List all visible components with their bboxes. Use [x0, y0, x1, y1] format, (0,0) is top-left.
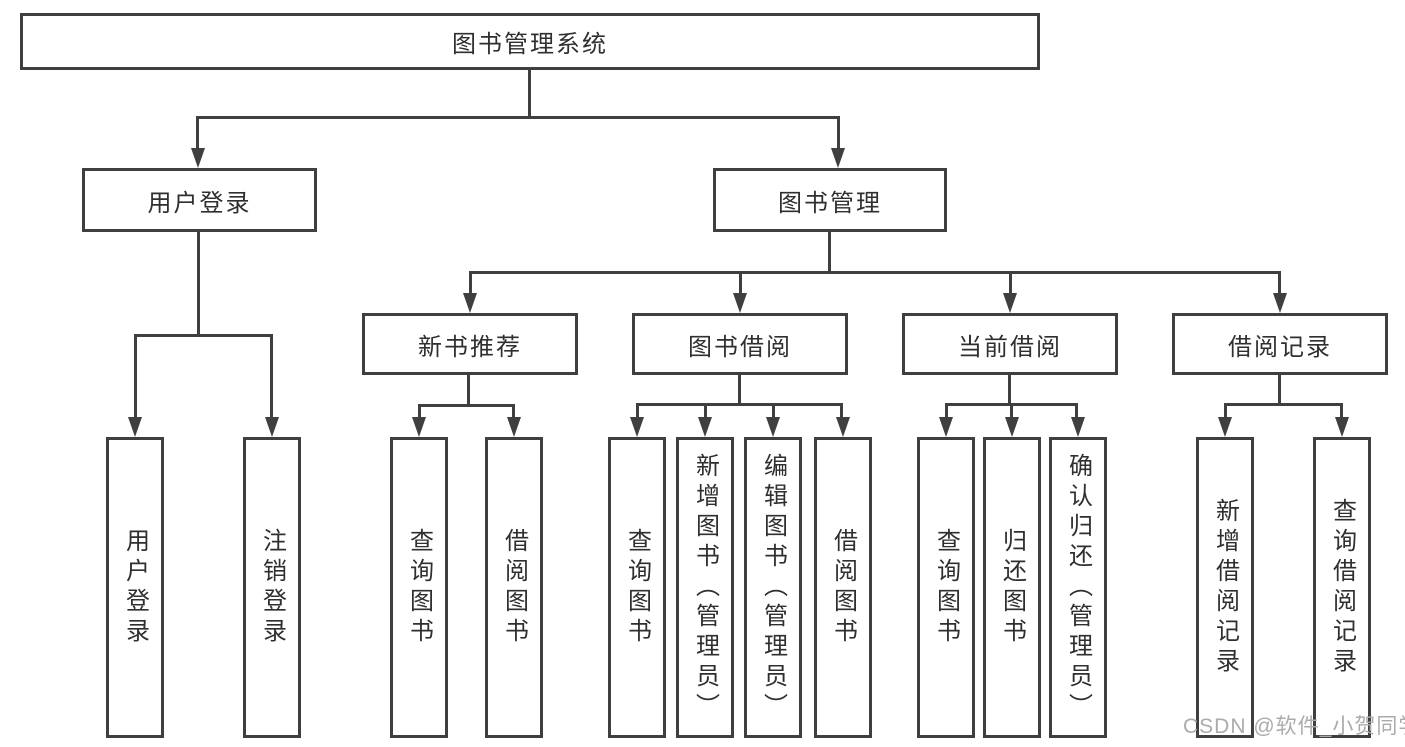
arrow-down-icon [698, 417, 712, 437]
arrow-down-icon [1071, 417, 1085, 437]
connector-line [772, 403, 775, 420]
connector-line [1009, 271, 1012, 297]
connector-line [197, 116, 840, 119]
connector-line [837, 116, 840, 152]
leaf-query-borrow-record: 查询借阅记录 [1313, 437, 1371, 738]
connector-line [1224, 403, 1227, 420]
connector-line [1278, 271, 1281, 297]
leaf-query-books-1-label: 查询图书 [405, 527, 433, 648]
leaf-borrow-books-2-label: 借阅图书 [829, 527, 857, 648]
watermark: CSDN @软件_小贺同学 [1183, 715, 1405, 738]
node-borrowing-records: 借阅记录 [1172, 313, 1388, 375]
connector-line [134, 334, 137, 420]
arrow-down-icon [836, 417, 850, 437]
arrow-down-icon [191, 148, 205, 168]
connector-line [738, 375, 741, 406]
arrow-down-icon [831, 148, 845, 168]
leaf-edit-books-admin: 编辑图书（管理员） [744, 437, 802, 738]
connector-line [196, 116, 199, 152]
node-book-management-label: 图书管理 [778, 189, 882, 217]
leaf-query-books-1: 查询图书 [390, 437, 448, 738]
node-book-borrowing: 图书借阅 [632, 313, 848, 375]
node-user-login-label: 用户登录 [147, 189, 252, 217]
connector-line [1075, 403, 1078, 420]
node-root: 图书管理系统 [20, 13, 1040, 70]
arrow-down-icon [630, 417, 644, 437]
node-borrowing-records-label: 借阅记录 [1228, 333, 1332, 361]
arrow-down-icon [265, 417, 279, 437]
node-new-books: 新书推荐 [362, 313, 578, 375]
arrow-down-icon [1005, 417, 1019, 437]
connector-line [197, 232, 200, 337]
connector-line [1340, 403, 1343, 420]
arrow-down-icon [128, 417, 142, 437]
leaf-query-books-2: 查询图书 [608, 437, 666, 738]
arrow-down-icon [412, 417, 426, 437]
node-current-borrowing: 当前借阅 [902, 313, 1118, 375]
arrow-down-icon [1218, 417, 1232, 437]
leaf-borrow-books-1-label: 借阅图书 [500, 527, 528, 648]
connector-line [739, 271, 742, 297]
leaf-add-books-admin-label: 新增图书（管理员） [691, 452, 719, 723]
connector-line [270, 334, 273, 420]
connector-line [134, 334, 273, 337]
leaf-user-login: 用户登录 [106, 437, 164, 738]
connector-line [945, 403, 948, 420]
arrow-down-icon [733, 293, 747, 313]
node-current-borrowing-label: 当前借阅 [958, 333, 1062, 361]
leaf-borrow-books-2: 借阅图书 [814, 437, 872, 738]
leaf-add-borrow-record: 新增借阅记录 [1196, 437, 1254, 738]
arrow-down-icon [463, 293, 477, 313]
arrow-down-icon [766, 417, 780, 437]
arrow-down-icon [1003, 293, 1017, 313]
connector-line [636, 403, 639, 420]
connector-line [418, 404, 515, 407]
connector-line [840, 403, 843, 420]
node-new-books-label: 新书推荐 [418, 333, 522, 361]
leaf-logout: 注销登录 [243, 437, 301, 738]
leaf-query-borrow-record-label: 查询借阅记录 [1328, 497, 1356, 678]
node-user-login: 用户登录 [82, 168, 317, 232]
leaf-query-books-3: 查询图书 [917, 437, 975, 738]
connector-line [1278, 375, 1281, 406]
leaf-return-books-label: 归还图书 [998, 527, 1026, 648]
leaf-add-borrow-record-label: 新增借阅记录 [1211, 497, 1239, 678]
connector-line [1008, 375, 1011, 406]
arrow-down-icon [939, 417, 953, 437]
leaf-borrow-books-1: 借阅图书 [485, 437, 543, 738]
leaf-query-books-3-label: 查询图书 [932, 527, 960, 648]
leaf-user-login-label: 用户登录 [121, 527, 149, 648]
leaf-confirm-return-admin-label: 确认归还（管理员） [1064, 452, 1092, 723]
connector-line [469, 271, 472, 297]
leaf-confirm-return-admin: 确认归还（管理员） [1049, 437, 1107, 738]
arrow-down-icon [507, 417, 521, 437]
leaf-add-books-admin: 新增图书（管理员） [676, 437, 734, 738]
connector-line [418, 404, 421, 420]
leaf-return-books: 归还图书 [983, 437, 1041, 738]
connector-line [1224, 403, 1342, 406]
connector-line [469, 271, 1280, 274]
node-book-borrowing-label: 图书借阅 [688, 333, 792, 361]
connector-line [704, 403, 707, 420]
connector-line [1010, 403, 1013, 420]
connector-line [528, 70, 531, 119]
connector-line [467, 375, 470, 407]
connector-line [512, 404, 515, 420]
leaf-query-books-2-label: 查询图书 [623, 527, 651, 648]
leaf-logout-label: 注销登录 [258, 527, 286, 648]
arrow-down-icon [1335, 417, 1349, 437]
connector-line [828, 232, 831, 274]
node-book-management: 图书管理 [713, 168, 947, 232]
connector-line [636, 403, 843, 406]
leaf-edit-books-admin-label: 编辑图书（管理员） [759, 452, 787, 723]
node-root-label: 图书管理系统 [452, 31, 608, 58]
arrow-down-icon [1273, 293, 1287, 313]
